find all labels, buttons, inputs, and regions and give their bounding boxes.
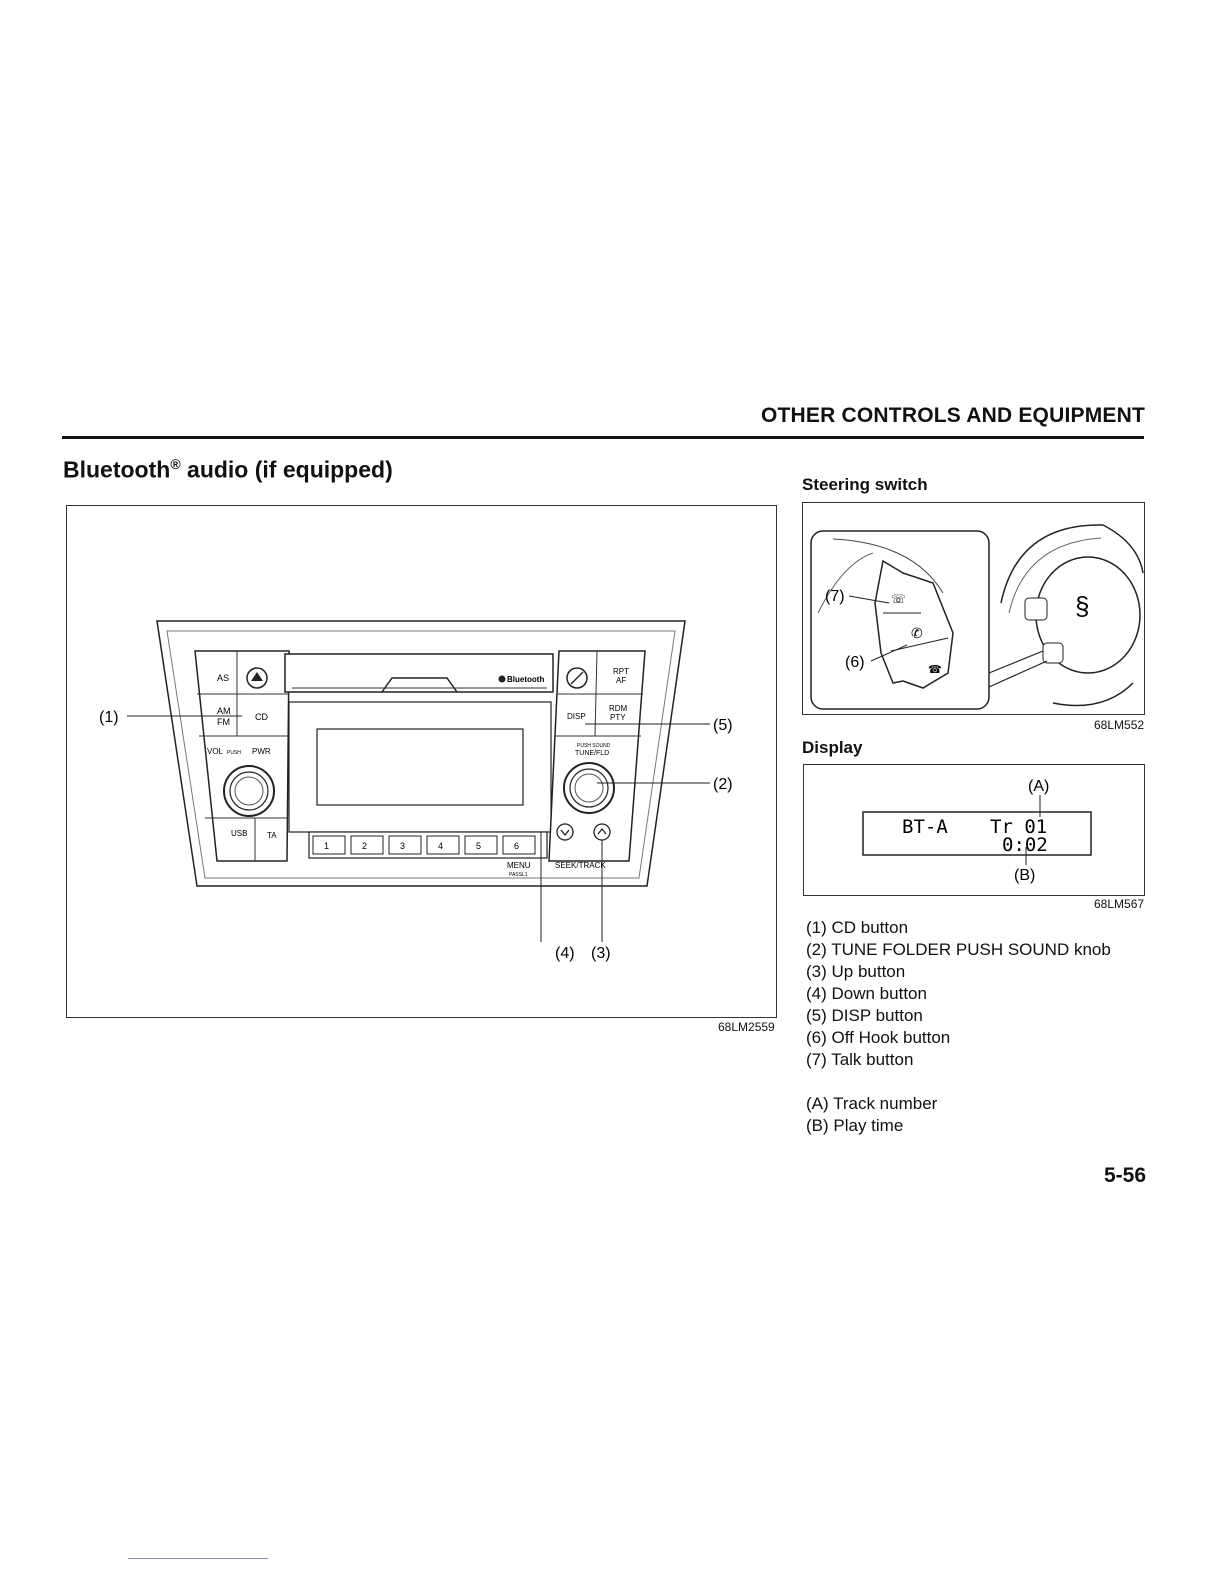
callout-a: (A) — [1028, 778, 1049, 795]
steering-figure-code: 68LM552 — [1094, 718, 1145, 732]
legend-item: (2) TUNE FOLDER PUSH SOUND knob — [806, 940, 1111, 959]
legend: (1) CD button (2) TUNE FOLDER PUSH SOUND… — [806, 917, 1111, 1137]
footer-rule — [128, 1558, 268, 1559]
lcd-time: 0:02 — [1002, 834, 1048, 856]
seek-track-label: SEEK/TRACK — [555, 861, 606, 870]
pty-label: PTY — [610, 713, 626, 722]
lcd-screen — [862, 811, 1092, 856]
usb-label: USB — [231, 829, 247, 838]
tune-fld-label: TUNE/FLD — [575, 750, 609, 757]
disp-label: DISP — [567, 712, 586, 721]
rpt-label: RPT — [613, 667, 629, 676]
callout-6: (6) — [845, 654, 865, 671]
title-pre: Bluetooth — [63, 456, 171, 483]
down-button-icon — [556, 823, 574, 841]
legend-item: (5) DISP button — [806, 1006, 923, 1025]
fm-label: FM — [217, 717, 230, 727]
display-figure-code: 68LM567 — [1094, 897, 1145, 911]
pass-label: PASSL1 — [509, 872, 528, 878]
preset-5: 5 — [476, 841, 481, 851]
steering-figure: ☏ ✆ ☎ (7) (6) § — [802, 502, 1145, 715]
legend-item: (B) Play time — [806, 1116, 904, 1135]
push-sound-label: PUSH SOUND — [577, 743, 611, 749]
main-figure-code: 68LM2559 — [718, 1020, 775, 1034]
section-title: OTHER CONTROLS AND EQUIPMENT — [761, 404, 1145, 427]
preset-4: 4 — [438, 841, 443, 851]
callout-3: (3) — [591, 945, 611, 962]
push-label: PUSH — [227, 750, 241, 756]
steering-illustration: ☏ ✆ ☎ (7) (6) § — [810, 524, 1144, 710]
audio-unit-figure: AS AM FM CD VOL PUSH PWR USB TA Bluetoot… — [66, 505, 777, 1018]
audio-unit-illustration: AS AM FM CD VOL PUSH PWR USB TA Bluetoot… — [99, 620, 733, 962]
logo-icon: § — [1075, 591, 1089, 621]
title-post: audio (if equipped) — [180, 456, 393, 483]
ta-label: TA — [267, 831, 277, 840]
preset-6: 6 — [514, 841, 519, 851]
display-heading: Display — [802, 738, 863, 757]
legend-item: (4) Down button — [806, 984, 927, 1003]
main-display-screen — [316, 728, 524, 806]
talk-icon: ☏ — [891, 592, 906, 606]
bluetooth-label: Bluetooth — [507, 675, 544, 684]
display-figure: BT-A Tr 01 0:02 (A) (B) — [803, 764, 1145, 896]
preset-3: 3 — [400, 841, 405, 851]
callout-1: (1) — [99, 709, 119, 726]
cd-label: CD — [255, 712, 268, 722]
steering-heading: Steering switch — [802, 475, 928, 494]
tune-knob — [563, 762, 615, 814]
legend-item: (7) Talk button — [806, 1050, 914, 1069]
as-label: AS — [217, 673, 229, 683]
header-rule — [62, 436, 1144, 439]
preset-buttons: 1 2 3 4 5 6 — [312, 835, 536, 855]
vol-label: VOL — [207, 747, 224, 756]
preset-1: 1 — [324, 841, 329, 851]
on-hook-icon: ☎ — [928, 664, 942, 676]
legend-item: (1) CD button — [806, 918, 909, 937]
title-sup: ® — [170, 456, 181, 472]
callout-4: (4) — [555, 945, 575, 962]
page-title: Bluetooth® audio (if equipped) — [63, 456, 393, 484]
eject-icon — [246, 667, 268, 689]
display-illustration: BT-A Tr 01 0:02 (A) (B) — [862, 778, 1092, 884]
lcd-source: BT-A — [902, 816, 948, 838]
preset-2: 2 — [362, 841, 367, 851]
off-hook-icon: ✆ — [911, 625, 923, 641]
vol-knob — [223, 765, 275, 817]
lcd-track: Tr 01 — [990, 816, 1047, 838]
af-label: AF — [616, 676, 626, 685]
menu-label: MENU — [507, 861, 531, 870]
legend-item: (3) Up button — [806, 962, 906, 981]
pwr-label: PWR — [252, 747, 271, 756]
am-label: AM — [217, 706, 231, 716]
callout-5: (5) — [713, 717, 733, 734]
legend-item: (6) Off Hook button — [806, 1028, 951, 1047]
mute-icon — [566, 667, 588, 689]
callout-b: (B) — [1014, 867, 1035, 884]
callout-7: (7) — [825, 588, 845, 605]
page-number: 5-56 — [1103, 1164, 1146, 1187]
rdm-label: RDM — [609, 704, 628, 713]
legend-item: (A) Track number — [806, 1094, 938, 1113]
callout-2: (2) — [713, 776, 733, 793]
